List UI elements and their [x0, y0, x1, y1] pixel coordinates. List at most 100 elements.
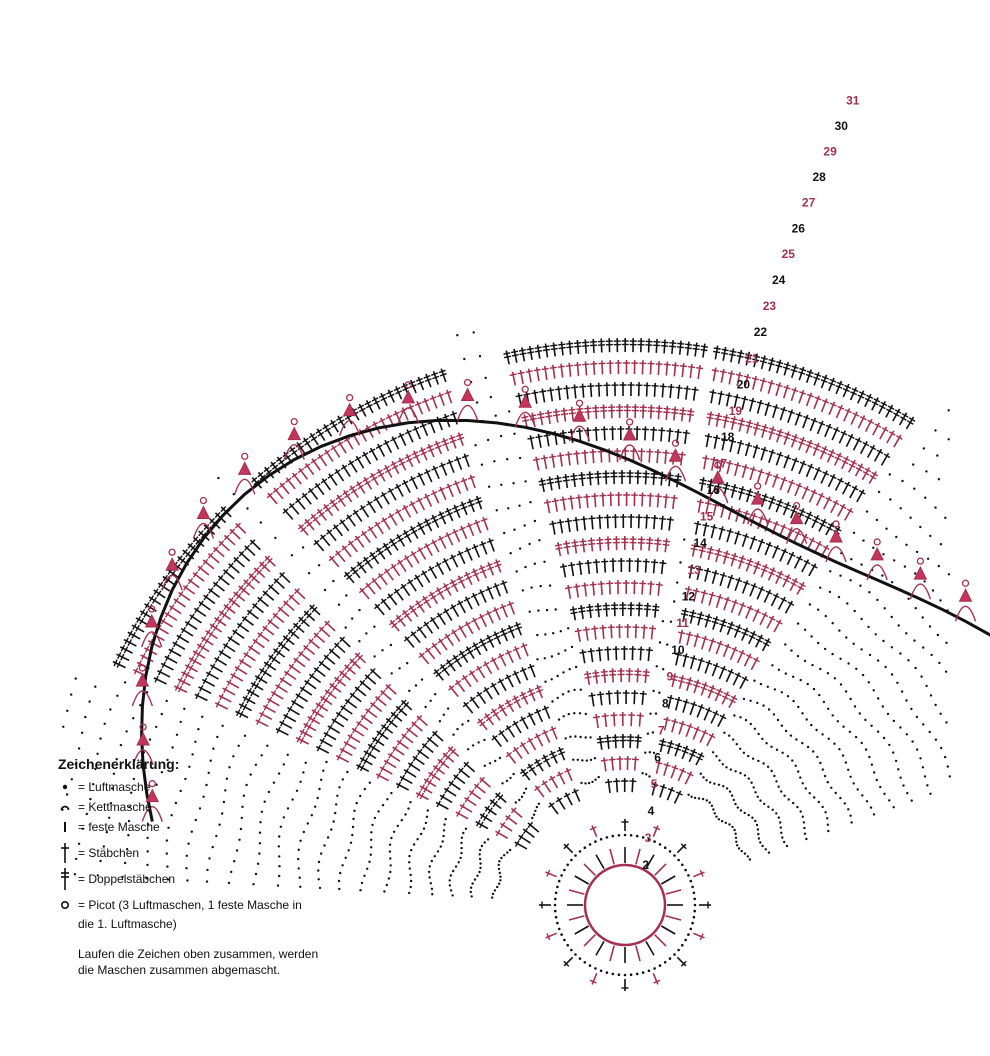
round-number: 16 — [707, 483, 721, 497]
chain-stitch — [876, 598, 879, 602]
chain-stitch — [655, 665, 658, 668]
double-stitch — [234, 665, 248, 675]
chain-stitch — [556, 674, 559, 678]
double-stitch — [708, 638, 717, 652]
treble-stitch — [753, 560, 762, 575]
treble-stitch — [698, 544, 707, 559]
chain-stitch — [597, 775, 600, 779]
double-stitch — [717, 713, 727, 728]
treble-stitch — [711, 616, 720, 630]
treble-stitch — [359, 755, 373, 766]
chain-stitch — [325, 760, 328, 764]
center-chain — [554, 897, 557, 901]
chain-stitch — [428, 865, 431, 868]
treble-stitch — [272, 647, 286, 658]
treble-stitch — [474, 495, 483, 510]
chain-stitch — [897, 768, 900, 771]
double-stitch — [619, 711, 627, 727]
double-stitch — [576, 428, 584, 443]
treble-stitch — [470, 568, 480, 582]
double-stitch — [617, 557, 625, 573]
chain-stitch — [125, 730, 128, 733]
chain-stitch — [477, 741, 480, 744]
chain-stitch — [754, 819, 757, 823]
treble-stitch — [744, 351, 753, 366]
chain-stitch — [111, 787, 114, 790]
double-stitch — [313, 632, 326, 644]
chain-stitch — [358, 608, 361, 612]
chain-stitch — [936, 454, 939, 457]
chain-stitch — [733, 828, 736, 832]
double-stitch — [685, 723, 694, 738]
double-stitch — [512, 746, 523, 760]
treble-stitch — [892, 408, 902, 422]
picot — [575, 399, 584, 407]
center-chain — [583, 961, 587, 964]
chain-stitch — [886, 712, 890, 716]
double-stitch — [198, 600, 211, 611]
treble-stitch — [493, 559, 502, 573]
picot — [241, 452, 249, 460]
double-stitch — [628, 712, 636, 727]
double-stitch — [675, 384, 683, 399]
double-stitch — [477, 613, 488, 628]
chain-stitch — [365, 632, 368, 635]
chain-stitch — [801, 782, 804, 785]
chain-stitch — [646, 732, 650, 735]
chain-stitch — [648, 775, 651, 778]
chain-stitch — [70, 778, 74, 781]
treble-stitch — [635, 602, 643, 617]
chain-stitch — [74, 677, 77, 680]
scallop-arc — [338, 419, 361, 436]
treble-stitch — [885, 404, 895, 418]
chain-stitch — [353, 809, 356, 812]
chain-stitch — [518, 547, 522, 550]
scallop-arc — [909, 583, 932, 600]
chain-stitch — [272, 781, 276, 784]
chain-stitch — [96, 874, 100, 877]
double-stitch — [349, 691, 362, 703]
chain-stitch — [359, 794, 362, 798]
treble-stitch — [790, 364, 799, 379]
chain-stitch — [539, 584, 542, 588]
chain-stitch — [799, 776, 802, 779]
chain-stitch — [733, 714, 736, 717]
treble-stitch — [755, 634, 765, 648]
chain-stitch — [537, 802, 541, 805]
scallop-arc — [141, 805, 163, 822]
treble-stitch — [782, 574, 792, 588]
double-stitch — [164, 654, 178, 664]
chain-stitch — [757, 837, 761, 840]
chain-stitch — [433, 855, 436, 858]
center-chain — [668, 957, 672, 960]
treble-stitch — [119, 644, 133, 654]
chain-stitch — [184, 777, 187, 781]
chain-stitch — [868, 653, 872, 657]
round-number: 4 — [648, 804, 655, 818]
legend-item-double: = Stäbchen — [58, 843, 358, 863]
double-stitch — [587, 383, 595, 398]
double-stitch — [703, 707, 713, 721]
chain-stitch — [872, 546, 875, 549]
center-chain — [658, 843, 662, 846]
chain-stitch — [505, 779, 509, 783]
scallop — [141, 605, 163, 648]
double-stitch — [406, 726, 419, 738]
double-stitch — [743, 653, 753, 667]
treble-stitch — [447, 746, 460, 758]
chain-stitch — [230, 870, 233, 874]
double-stitch — [563, 385, 571, 400]
chain-stitch — [728, 790, 732, 793]
treble-stitch — [804, 511, 814, 525]
chain-stitch — [109, 708, 112, 711]
chain-stitch — [876, 730, 880, 733]
chain-stitch — [217, 476, 220, 480]
double-stitch — [639, 360, 647, 375]
double-stitch — [718, 665, 728, 680]
treble-stitch — [162, 574, 175, 586]
treble-stitch — [483, 713, 495, 726]
chain-stitch — [742, 751, 746, 754]
treble-stitch — [258, 561, 271, 573]
double-stitch — [683, 385, 691, 400]
treble-stitch — [322, 424, 333, 437]
